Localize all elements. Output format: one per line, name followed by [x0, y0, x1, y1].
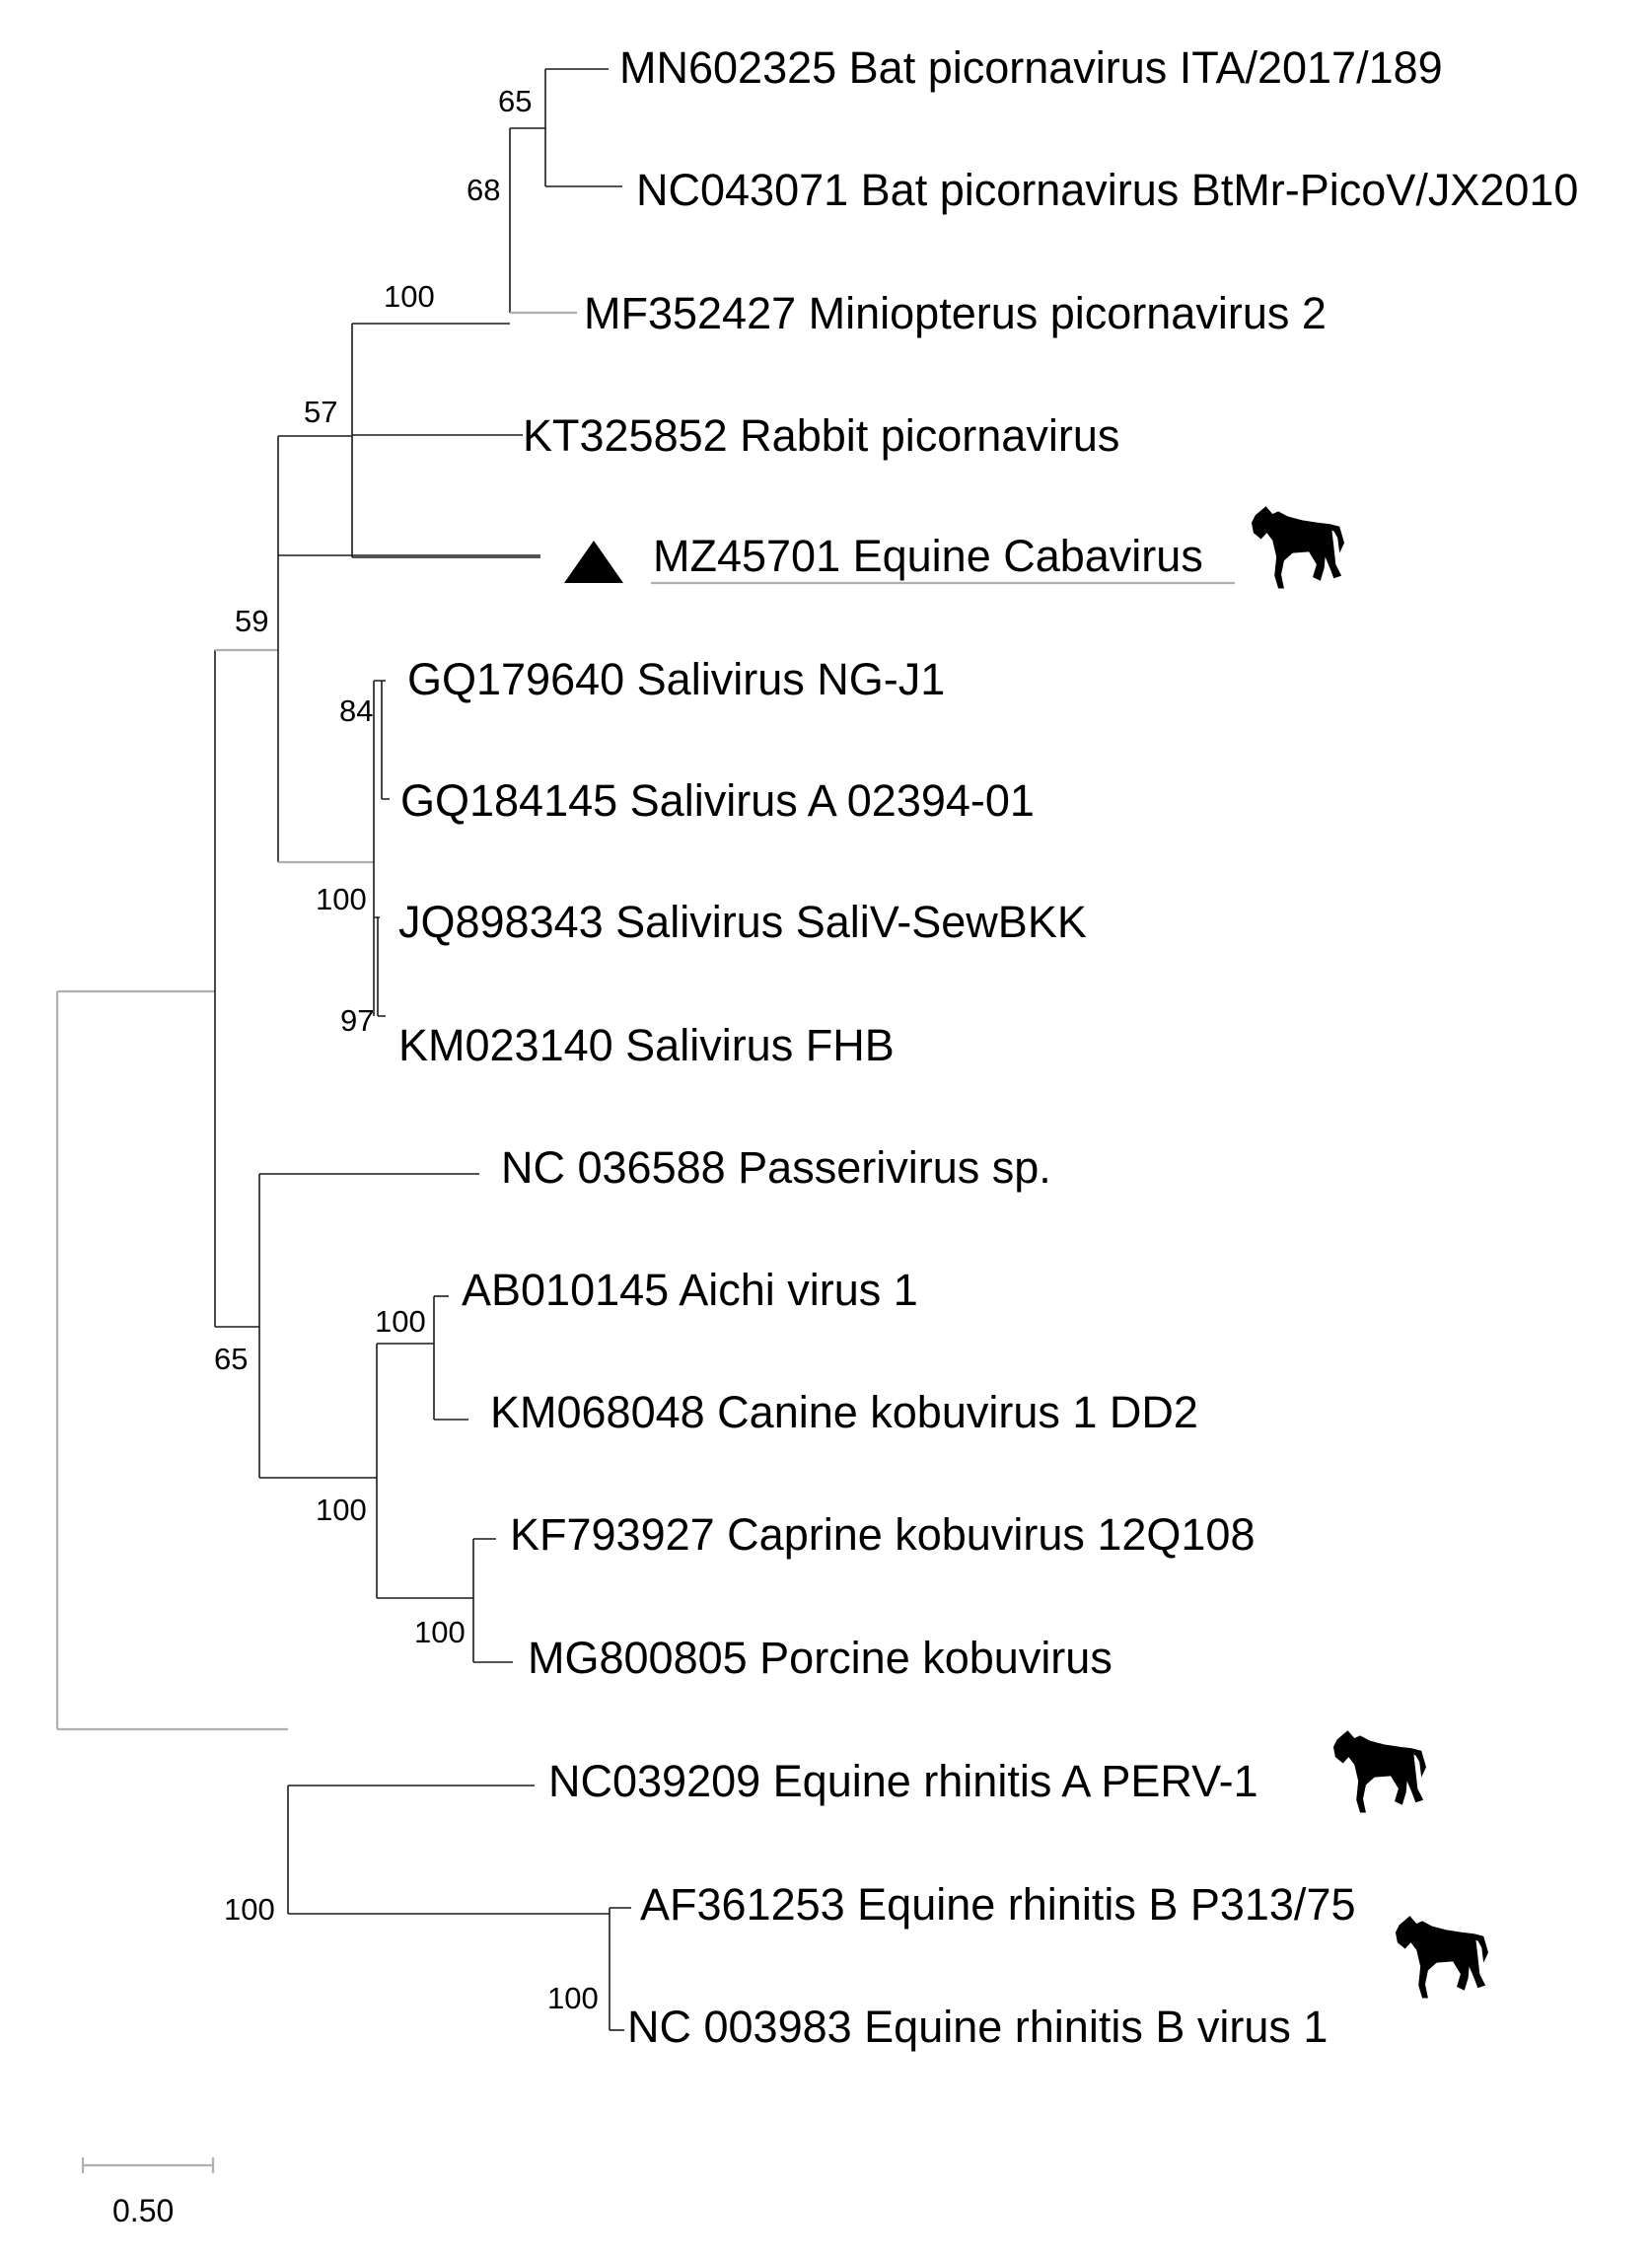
- support-value: 84: [339, 693, 373, 728]
- support-value: 65: [214, 1342, 248, 1376]
- leaf-label: NC 036588 Passerivirus sp.: [501, 1142, 1051, 1193]
- leaf-label: KM023140 Salivirus FHB: [398, 1020, 895, 1070]
- tree-branches: [55, 68, 631, 2031]
- horse-icon: [1251, 506, 1345, 589]
- leaf-label: NC043071 Bat picornavirus BtMr-PicoV/JX2…: [636, 165, 1578, 215]
- support-value: 100: [316, 882, 367, 916]
- support-value: 97: [340, 1003, 374, 1038]
- leaf-labels: MN602325 Bat picornavirus ITA/2017/189 N…: [398, 42, 1578, 2052]
- leaf-label: NC 003983 Equine rhinitis B virus 1: [627, 2002, 1328, 2052]
- scale-bar-label: 0.50: [112, 2193, 174, 2228]
- horse-icon: [1332, 1730, 1427, 1813]
- support-value: 100: [384, 279, 435, 314]
- leaf-label-highlighted: MZ45701 Equine Cabavirus: [653, 531, 1203, 581]
- node-57-branch-100: [278, 435, 353, 557]
- horse-icon: [1395, 1916, 1489, 1999]
- salivirus-97: [374, 916, 386, 1017]
- support-value: 68: [467, 173, 500, 207]
- support-value: 100: [375, 1304, 426, 1339]
- leaf-label: MF352427 Miniopterus picornavirus 2: [584, 288, 1327, 338]
- support-value: 57: [304, 395, 337, 429]
- support-value: 100: [414, 1615, 466, 1649]
- support-value: 100: [547, 1981, 599, 2015]
- support-value: 59: [235, 604, 268, 638]
- leaf-label: NC039209 Equine rhinitis A PERV-1: [548, 1756, 1258, 1806]
- leaf-label: GQ184145 Salivirus A 02394-01: [400, 775, 1035, 826]
- scale-bar: 0.50: [81, 2157, 215, 2228]
- leaf-label: JQ898343 Salivirus SaliV-SewBKK: [398, 897, 1087, 947]
- support-value: 65: [498, 84, 532, 118]
- leaf-label: AB010145 Aichi virus 1: [462, 1265, 918, 1315]
- support-value: 100: [316, 1493, 367, 1527]
- support-value: 100: [224, 1892, 275, 1927]
- triangle-icon: [564, 541, 623, 583]
- support-values: 65 68 100 57 59 84 100 97 100 100 100 10…: [214, 84, 599, 2015]
- leaf-label: MN602325 Bat picornavirus ITA/2017/189: [619, 42, 1443, 93]
- leaf-label: AF361253 Equine rhinitis B P313/75: [640, 1879, 1356, 1930]
- leaf-label: KM068048 Canine kobuvirus 1 DD2: [490, 1387, 1198, 1437]
- leaf-label: MG800805 Porcine kobuvirus: [528, 1633, 1113, 1683]
- leaf-label: GQ179640 Salivirus NG-J1: [407, 654, 945, 704]
- root-branch: [55, 989, 288, 1731]
- leaf-label: KF793927 Caprine kobuvirus 12Q108: [510, 1509, 1256, 1560]
- salivirus-84: [374, 680, 390, 800]
- scale-bar-line: [81, 2157, 215, 2173]
- leaf-label: KT325852 Rabbit picornavirus: [523, 410, 1119, 461]
